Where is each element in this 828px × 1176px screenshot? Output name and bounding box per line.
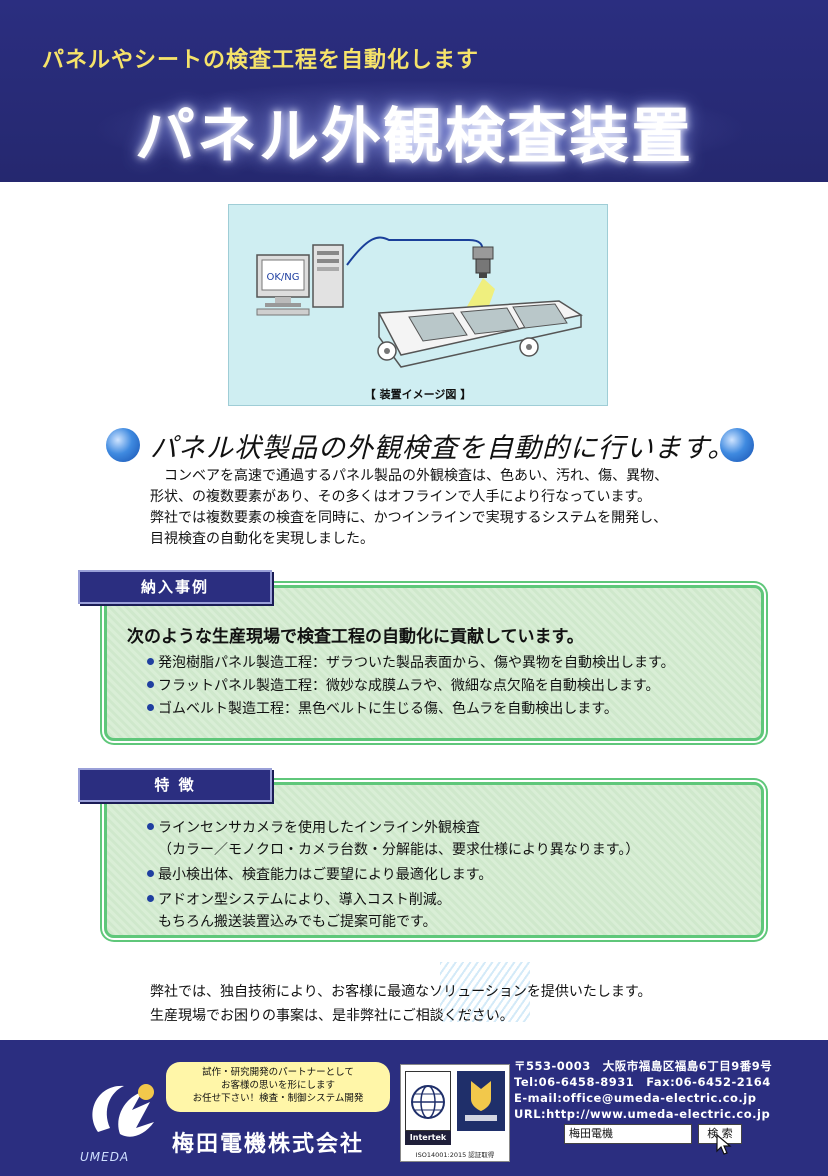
decorative-brush: [440, 962, 530, 1022]
intro-line: 弊社では複数要素の検査を同時に、かつインラインで実現するシステムを開発し、: [150, 510, 668, 526]
bullet-icon: [147, 658, 154, 665]
intro-paragraph: コンベアを高速で通過するパネル製品の外観検査は、色あい、汚れ、傷、異物、 形状、…: [150, 466, 770, 550]
features-list: ラインセンサカメラを使用したインライン外観検査 （カラー／モノクロ・カメラ台数・…: [147, 817, 639, 936]
closing-text: 弊社では、独自技術により、お客様に最適なソリューションを提供いたします。 生産現…: [150, 980, 790, 1028]
ukas-cert-icon: [457, 1071, 505, 1131]
slogan-line: 試作・研究開発のパートナーとして: [202, 1067, 354, 1078]
camera-icon: [472, 246, 494, 278]
case-text: フラットパネル製造工程：微妙な成膜ムラや、微細な点欠陥を自動検出します。: [158, 678, 660, 694]
bullet-icon: [147, 704, 154, 711]
intertek-label: Intertek: [405, 1131, 451, 1145]
email-line[interactable]: E-mail:office@umeda-electric.co.jp: [514, 1091, 757, 1105]
iso-certification: Intertek ISO14001:2015 認証取得: [400, 1064, 510, 1162]
intro-line: 目視検査の自動化を実現しました。: [150, 531, 374, 547]
features-box: ラインセンサカメラを使用したインライン外観検査 （カラー／モノクロ・カメラ台数・…: [104, 782, 764, 938]
list-item: 最小検出体、検査能力はご要望により最適化します。: [147, 864, 639, 886]
contact-info: 〒553-0003 大阪市福島区福島6丁目9番9号 Tel:06-6458-89…: [514, 1058, 772, 1122]
intro-line: 形状、の複数要素があり、その多くはオフラインで人手により行なっています。: [150, 489, 652, 505]
cases-label: 納入事例: [78, 570, 272, 604]
company-name: 梅田電機株式会社: [172, 1132, 365, 1157]
header-subtitle: パネルやシートの検査工程を自動化します: [42, 48, 480, 73]
list-item: フラットパネル製造工程：微妙な成膜ムラや、微細な点欠陥を自動検出します。: [147, 675, 675, 697]
company-logo-icon: [92, 1084, 154, 1137]
cases-lead: 次のような生産現場で検査工程の自動化に貢献しています。: [127, 627, 584, 647]
title-glow: [90, 80, 750, 180]
blue-ball-icon: [106, 428, 140, 462]
page-title: パネル外観検査装置: [135, 102, 693, 172]
case-text: ゴムベルト製造工程：黒色ベルトに生じる傷、色ムラを自動検出します。: [158, 701, 618, 717]
url-line[interactable]: URL:http://www.umeda-electric.co.jp: [514, 1107, 771, 1121]
intro-line: コンベアを高速で通過するパネル製品の外観検査は、色あい、汚れ、傷、異物、: [150, 468, 669, 484]
list-item: アドオン型システムにより、導入コスト削減。 もちろん搬送装置込みでもご提案可能で…: [147, 889, 639, 933]
feature-text: アドオン型システムにより、導入コスト削減。: [158, 892, 451, 908]
bullet-icon: [147, 895, 154, 902]
footer: UMEDA 試作・研究開発のパートナーとして お客様の思いを形にします お任せ下…: [0, 1040, 828, 1176]
monitor-icon: OK/NG: [256, 254, 310, 316]
closing-line: 生産現場でお困りの事案は、是非弊社にご相談ください。: [150, 1008, 514, 1024]
feature-text: 最小検出体、検査能力はご要望により最適化します。: [158, 867, 493, 883]
closing-line: 弊社では、独自技術により、お客様に最適なソリューションを提供いたします。: [150, 984, 652, 1000]
slogan-line: お任せ下さい！検査・制御システム開発: [192, 1093, 364, 1104]
slogan-badge: 試作・研究開発のパートナーとして お客様の思いを形にします お任せ下さい！検査・…: [166, 1062, 390, 1112]
svg-text:OK/NG: OK/NG: [266, 272, 299, 283]
header-banner: パネルやシートの検査工程を自動化します パネル外観検査装置: [0, 0, 828, 182]
headline: パネル状製品の外観検査を自動的に行います。: [0, 424, 828, 464]
cases-box: 次のような生産現場で検査工程の自動化に貢献しています。 発泡樹脂パネル製造工程：…: [104, 585, 764, 741]
mouse-cursor-icon: [716, 1134, 732, 1155]
cases-list: 発泡樹脂パネル製造工程：ザラついた製品表面から、傷や異物を自動検出します。 フラ…: [147, 652, 675, 721]
illustration-caption: 【 装置イメージ図 】: [364, 388, 472, 401]
logo-wordmark: UMEDA: [80, 1150, 130, 1164]
case-text: 発泡樹脂パネル製造工程：ザラついた製品表面から、傷や異物を自動検出します。: [158, 655, 675, 671]
pc-tower-icon: [312, 244, 344, 308]
address-line: 〒553-0003 大阪市福島区福島6丁目9番9号: [514, 1059, 773, 1073]
globe-cert-icon: [405, 1071, 451, 1131]
list-item: 発泡樹脂パネル製造工程：ザラついた製品表面から、傷や異物を自動検出します。: [147, 652, 675, 674]
feature-subtext: もちろん搬送装置込みでもご提案可能です。: [158, 914, 437, 930]
features-label: 特 徴: [78, 768, 272, 802]
phone-line: Tel:06-6458-8931 Fax:06-6452-2164: [514, 1075, 771, 1089]
list-item: ラインセンサカメラを使用したインライン外観検査 （カラー／モノクロ・カメラ台数・…: [147, 817, 639, 861]
headline-text: パネル状製品の外観検査を自動的に行います。: [150, 433, 736, 464]
list-item: ゴムベルト製造工程：黒色ベルトに生じる傷、色ムラを自動検出します。: [147, 698, 675, 720]
feature-text: ラインセンサカメラを使用したインライン外観検査: [158, 820, 480, 836]
bullet-icon: [147, 823, 154, 830]
blue-ball-icon: [720, 428, 754, 462]
conveyor-icon: [377, 300, 583, 368]
iso-label: ISO14001:2015 認証取得: [415, 1151, 495, 1159]
device-illustration: OK/NG: [228, 204, 608, 406]
search-input[interactable]: 梅田電機: [564, 1124, 692, 1144]
inspection-diagram: OK/NG: [256, 236, 583, 368]
slogan-line: お客様の思いを形にします: [220, 1080, 335, 1091]
feature-subtext: （カラー／モノクロ・カメラ台数・分解能は、要求仕様により異なります。）: [158, 842, 640, 858]
bullet-icon: [147, 681, 154, 688]
bullet-icon: [147, 870, 154, 877]
